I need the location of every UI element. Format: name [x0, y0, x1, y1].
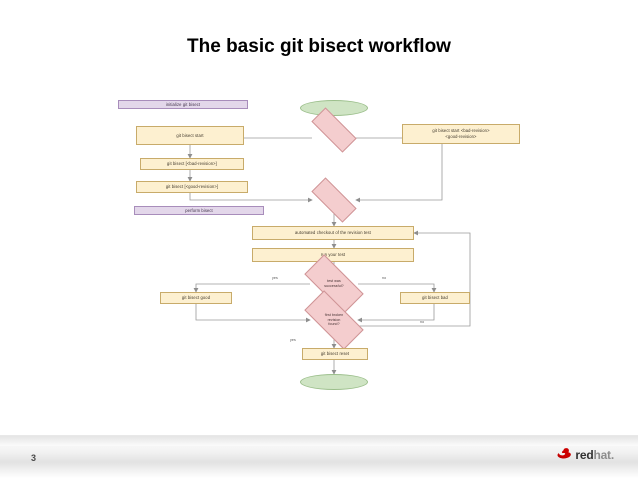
decision-test-was-successful: test was successful? — [304, 254, 364, 314]
node-git-bisect-start-args-line1: git bisect start <bad-revision> — [432, 128, 490, 134]
edge-label-first-broken-no: no — [420, 320, 425, 324]
node-git-bisect-start-args-line2: <good-revision> — [445, 134, 477, 139]
redhat-brand: redhat. — [557, 448, 614, 462]
decision-entry — [311, 107, 357, 153]
node-git-bisect-reset: git bisect reset — [302, 348, 368, 360]
footer-sheen — [0, 436, 638, 446]
phase-perform-label: perform bisect — [185, 208, 213, 213]
node-git-bisect-good-revision: git bisect [<good-revision>] — [136, 181, 248, 193]
edge-label-test-successful-yes: yes — [272, 276, 278, 280]
page-title: The basic git bisect workflow — [187, 36, 451, 57]
node-run-your-test: run your test — [252, 248, 414, 262]
node-git-bisect-bad-label: git bisect bad — [422, 295, 448, 301]
decision-first-broken-label: first broken revision found? — [306, 313, 362, 328]
node-git-bisect-start: git bisect start — [136, 126, 244, 145]
node-automated-checkout: automated checkout of the revision test — [252, 226, 414, 240]
brand-name-dim: hat. — [593, 448, 614, 462]
redhat-shadowman-icon — [557, 448, 572, 462]
node-git-bisect-bad-revision: git bisect [<bad-revision>] — [140, 158, 244, 170]
node-git-bisect-good-revision-label: git bisect [<good-revision>] — [165, 184, 219, 190]
node-automated-checkout-label: automated checkout of the revision test — [295, 230, 371, 236]
decision-mid — [311, 177, 357, 223]
node-git-bisect-reset-label: git bisect reset — [320, 351, 350, 357]
node-run-your-test-label: run your test — [320, 252, 346, 258]
edge-label-first-broken-yes: yes — [290, 338, 296, 342]
node-git-bisect-good: git bisect good — [160, 292, 232, 304]
brand-name-bold: red — [575, 448, 594, 462]
slide-footer: 3 redhat. — [0, 435, 638, 478]
decision-first-broken-line3: found? — [328, 322, 340, 327]
node-git-bisect-good-label: git bisect good — [181, 295, 211, 301]
phase-perform-bisect: perform bisect — [134, 206, 264, 215]
node-git-bisect-start-label: git bisect start — [176, 132, 204, 138]
node-git-bisect-bad: git bisect bad — [400, 292, 470, 304]
phase-initialize-label: initialize git bisect — [165, 102, 201, 107]
node-git-bisect-bad-revision-label: git bisect [<bad-revision>] — [167, 161, 217, 167]
decision-test-successful-label: test was successful? — [306, 279, 362, 289]
edge-label-test-successful-no: no — [382, 276, 387, 280]
page-number: 3 — [31, 453, 37, 463]
node-git-bisect-start-with-args: git bisect start <bad-revision> <good-re… — [402, 124, 520, 144]
end-terminator — [300, 374, 368, 390]
git-bisect-flowchart: initialize git bisect git bisect start g… — [0, 88, 638, 408]
decision-first-broken-line1: first broken — [324, 312, 344, 317]
phase-initialize-git-bisect: initialize git bisect — [118, 100, 248, 109]
decision-first-broken-line2: revision — [327, 317, 341, 322]
decision-test-successful-line1: test was — [327, 279, 341, 284]
decision-test-successful-line2: successful? — [324, 284, 344, 288]
redhat-wordmark: redhat. — [575, 448, 614, 462]
decision-first-broken-revision-found: first broken revision found? — [304, 290, 364, 350]
start-terminator — [300, 100, 368, 116]
flowchart-edges — [187, 116, 471, 375]
